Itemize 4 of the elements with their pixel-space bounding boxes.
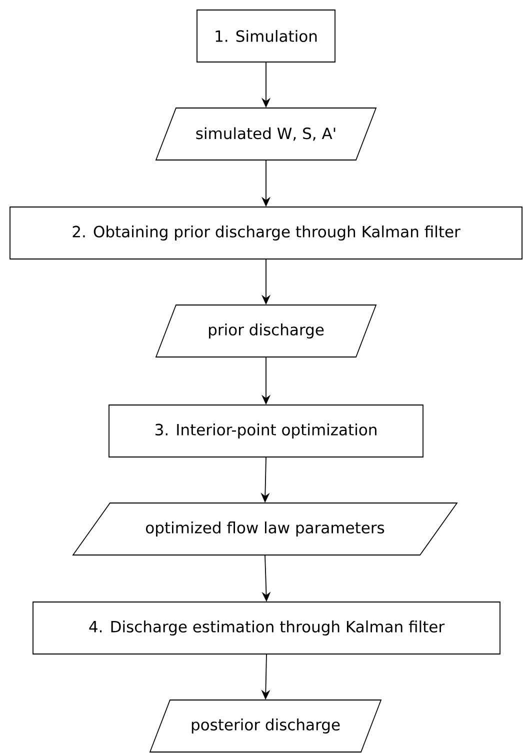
process-box: 2. Obtaining prior discharge through Kalman filter [10,206,522,260]
process-box: 1. Simulation [196,10,336,62]
process-box: 3. Interior-point optimization [108,404,424,458]
process-box: 4. Discharge estimation through Kalman filter [32,602,500,654]
